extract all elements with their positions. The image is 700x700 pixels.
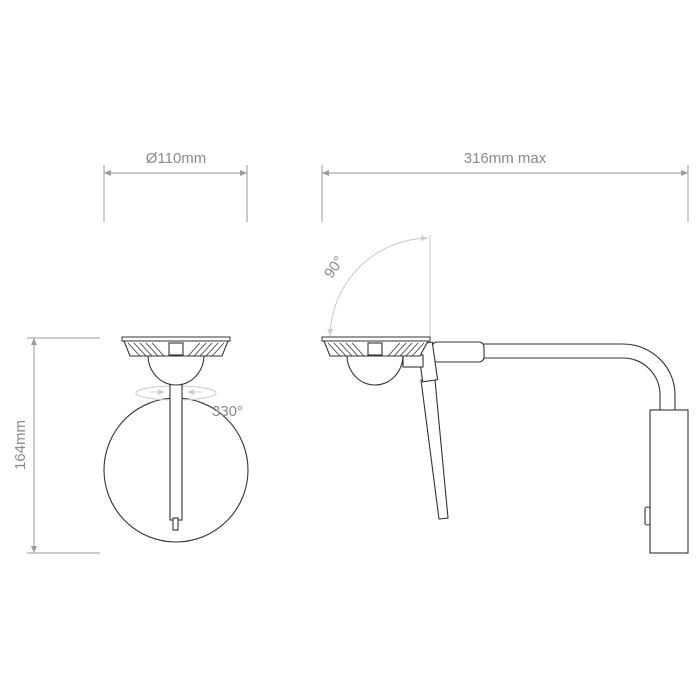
switch bbox=[644, 506, 651, 526]
height-dimension: 164mm bbox=[12, 337, 100, 554]
rotation-label: 330° bbox=[212, 403, 243, 420]
side-dome bbox=[346, 354, 404, 386]
projection-dimension: 316mm max bbox=[321, 150, 689, 222]
reading-arm bbox=[420, 379, 449, 520]
stem bbox=[169, 381, 183, 521]
side-view: 90° bbox=[321, 235, 689, 554]
arm-connector bbox=[431, 341, 485, 363]
tilt-label: 90° bbox=[321, 253, 348, 281]
diameter-dimension: Ø110mm bbox=[103, 150, 248, 222]
projection-label: 316mm max bbox=[464, 150, 547, 167]
dome bbox=[147, 354, 205, 386]
wall-box bbox=[649, 409, 689, 554]
front-view: 330° bbox=[103, 336, 249, 543]
heatsink-fins bbox=[123, 340, 229, 357]
side-plate bbox=[321, 336, 431, 342]
arm-tube bbox=[482, 343, 676, 411]
tilt-arc bbox=[327, 235, 429, 337]
height-label: 164mm bbox=[12, 420, 29, 470]
diameter-label: Ø110mm bbox=[146, 150, 207, 167]
